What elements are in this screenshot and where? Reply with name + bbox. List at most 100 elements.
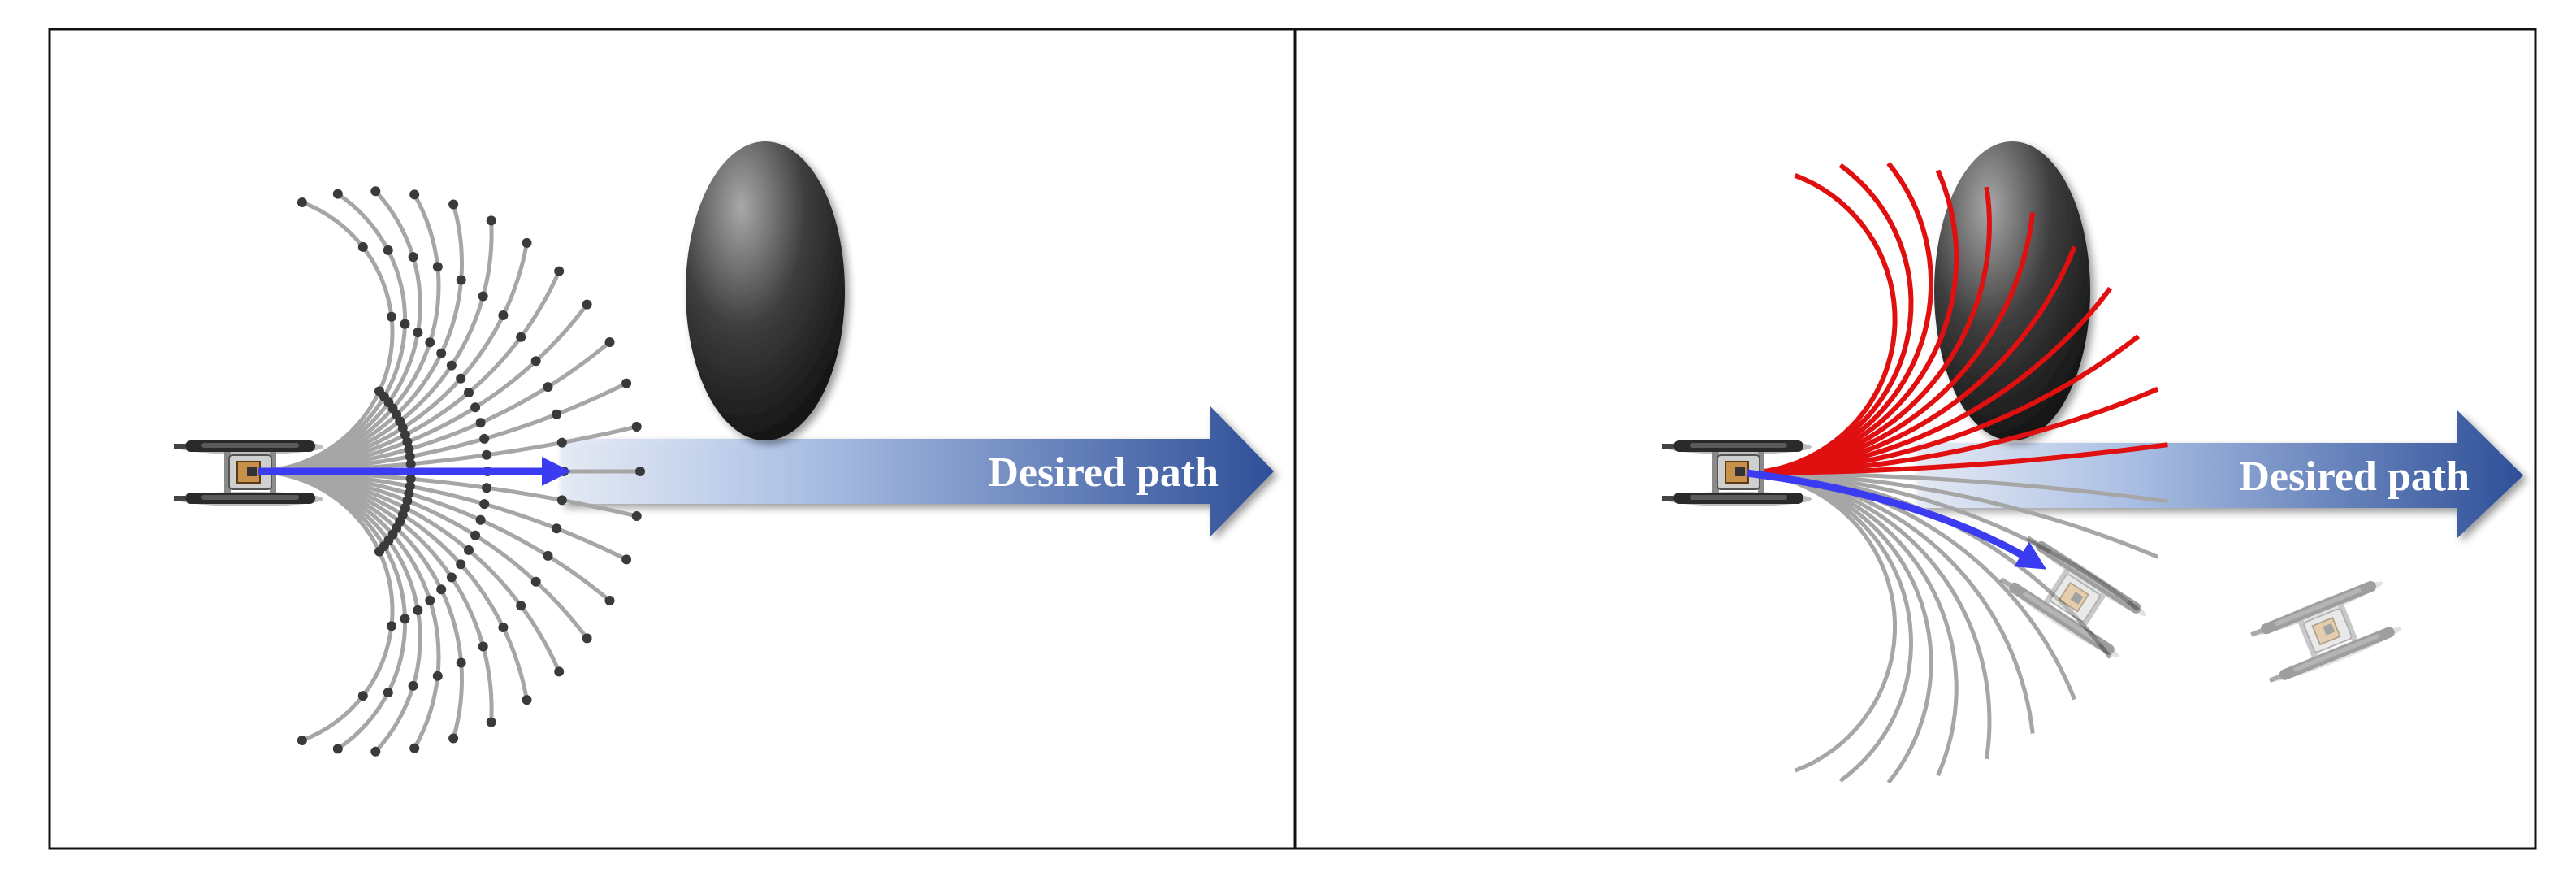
- sample-point: [425, 595, 435, 605]
- sample-point: [479, 499, 490, 510]
- sample-point: [383, 245, 393, 255]
- sample-point: [409, 743, 420, 753]
- sample-point: [582, 299, 592, 310]
- sampled-trajectory: [258, 469, 407, 751]
- sample-point: [448, 733, 459, 744]
- sample-point: [464, 545, 474, 555]
- sample-point: [482, 449, 492, 460]
- sample-point: [413, 328, 423, 338]
- sample-point: [436, 348, 447, 358]
- sample-point: [405, 451, 415, 462]
- sample-point: [456, 373, 466, 384]
- sample-point: [543, 382, 553, 393]
- sample-point: [552, 409, 562, 419]
- sample-point: [556, 437, 567, 448]
- sample-point: [374, 546, 384, 557]
- panel-right: Desired path: [1661, 141, 2523, 784]
- sampled-trajectory: [258, 469, 422, 753]
- sample-point: [456, 657, 466, 668]
- desired-path-label: Desired path: [2239, 454, 2470, 500]
- sample-point: [446, 360, 457, 371]
- sample-point: [479, 433, 490, 444]
- sample-point: [405, 481, 415, 492]
- sample-point: [446, 572, 457, 583]
- sample-point: [297, 197, 307, 207]
- sampled-trajectory: [258, 469, 395, 743]
- sample-point: [387, 311, 396, 322]
- sample-point: [582, 633, 592, 644]
- sample-point: [432, 262, 443, 272]
- sample-point: [470, 402, 481, 413]
- sampled-trajectory: [258, 200, 395, 474]
- sample-point: [486, 717, 496, 727]
- sampled-trajectory: [258, 189, 422, 474]
- sample-point: [400, 319, 410, 329]
- sample-point: [357, 691, 368, 701]
- desired-path-label: Desired path: [988, 449, 1219, 496]
- sample-point: [448, 199, 459, 210]
- sample-point: [464, 388, 474, 398]
- sample-point: [604, 596, 615, 605]
- sample-point: [409, 189, 420, 200]
- sample-point: [530, 576, 541, 587]
- sample-point: [554, 666, 565, 677]
- sample-point: [478, 641, 488, 652]
- sample-point: [635, 467, 645, 476]
- panel-left: Desired path: [173, 141, 1274, 757]
- safe-trajectory: [1746, 471, 1898, 773]
- sample-point: [498, 623, 509, 632]
- sample-point: [405, 458, 416, 469]
- sample-point: [554, 266, 565, 276]
- desired-path-arrow-icon: [1917, 410, 2523, 538]
- sample-point: [516, 332, 526, 342]
- sample-point: [408, 252, 418, 263]
- sample-point: [516, 601, 526, 611]
- sample-point: [478, 291, 488, 302]
- safe-trajectory-fan: [1746, 471, 2168, 784]
- sample-point: [425, 337, 435, 348]
- sample-point: [543, 550, 553, 561]
- sample-point: [475, 418, 486, 428]
- sample-point: [604, 337, 615, 347]
- sample-point: [370, 746, 381, 757]
- sample-point: [486, 215, 496, 226]
- sample-point: [522, 695, 532, 705]
- sample-point: [470, 530, 481, 540]
- sample-point: [482, 483, 492, 493]
- sample-point: [498, 310, 509, 320]
- figure-frame: [48, 28, 2537, 850]
- sample-point: [332, 744, 343, 754]
- sample-point: [400, 614, 410, 624]
- sample-point: [631, 422, 642, 432]
- sample-point: [404, 444, 414, 454]
- sample-point: [383, 688, 393, 698]
- sample-point: [552, 523, 562, 534]
- sample-point: [413, 605, 423, 615]
- obstacle-ellipse-icon: [686, 141, 845, 440]
- sample-point: [432, 671, 443, 681]
- sample-point: [408, 680, 418, 691]
- sample-point: [297, 736, 307, 745]
- colliding-trajectory: [1747, 442, 2168, 475]
- sample-point: [530, 356, 541, 367]
- sample-point: [556, 495, 567, 506]
- sample-point: [456, 559, 466, 570]
- sample-point: [370, 186, 381, 197]
- colliding-trajectory-fan: [1746, 162, 2168, 475]
- sample-point: [456, 275, 466, 285]
- chosen-trajectory-arrow-icon: [1746, 469, 2047, 570]
- sample-point: [621, 378, 632, 388]
- sample-point: [621, 554, 632, 565]
- sample-point: [522, 237, 532, 248]
- sample-point: [405, 474, 416, 484]
- sample-point: [332, 189, 343, 199]
- sample-point: [357, 241, 368, 252]
- sample-point: [631, 511, 642, 521]
- predicted-robot-pose: [2248, 575, 2405, 689]
- sample-point: [436, 584, 447, 595]
- sample-point: [475, 514, 486, 525]
- desired-path-arrow-icon: [561, 406, 1274, 536]
- sampled-trajectory: [258, 192, 407, 474]
- sample-point: [387, 621, 396, 631]
